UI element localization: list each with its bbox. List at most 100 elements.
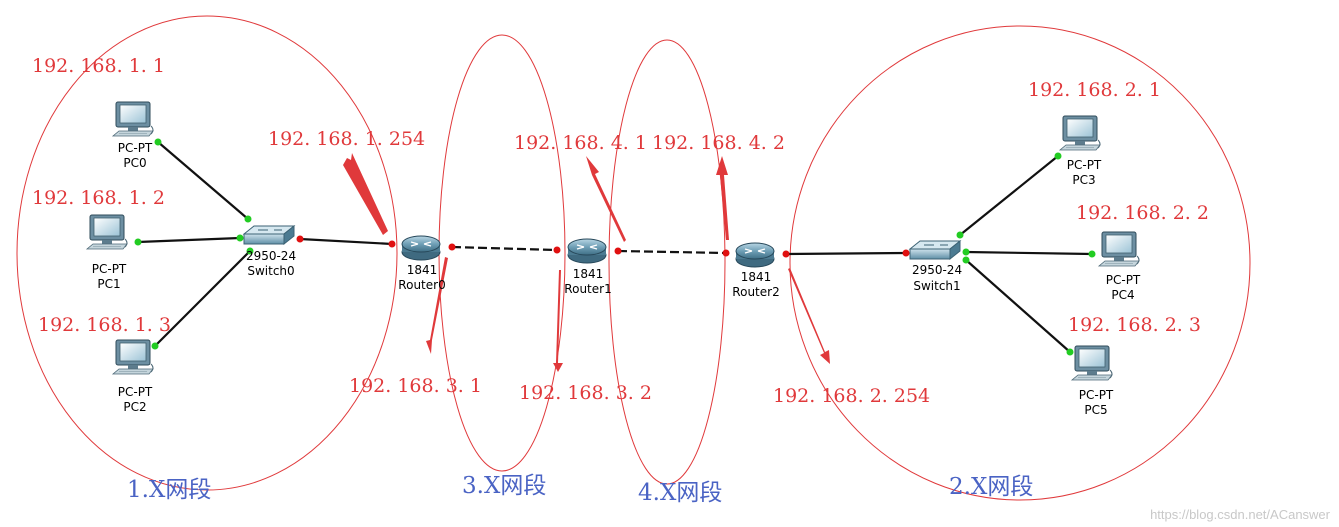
segment-boundaries — [16, 15, 1251, 501]
port-down — [614, 247, 622, 255]
link-switch1-pc3 — [959, 155, 1059, 236]
pc-icon — [86, 214, 128, 250]
ip-label-router2-lan: 192. 168. 2. 254 — [773, 385, 930, 407]
link-switch1-pc4 — [965, 250, 1093, 256]
pc5-device[interactable]: PC-PT PC5 — [1071, 345, 1114, 417]
pc-icon — [1059, 115, 1101, 151]
switch0-device[interactable]: 2950-24 Switch0 — [243, 225, 296, 278]
segment-ellipse-3 — [438, 34, 566, 472]
pc3-name: PC3 — [1072, 173, 1095, 187]
pc0-model: PC-PT — [118, 141, 153, 155]
switch-icon — [909, 240, 961, 260]
segment-label-4: 4.X网段 — [638, 480, 722, 506]
arrow-router2-lan — [788, 268, 830, 364]
pc1-name: PC1 — [97, 277, 120, 291]
segment-label-3: 3.X网段 — [462, 473, 546, 499]
pc-icon — [112, 339, 154, 375]
arrow-router1-r0 — [553, 270, 563, 372]
pc4-device[interactable]: PC-PT PC4 — [1098, 231, 1141, 302]
pc1-device[interactable]: PC-PT PC1 — [86, 214, 128, 291]
pc2-name: PC2 — [123, 400, 146, 414]
ip-label-pc0: 192. 168. 1. 1 — [32, 55, 165, 77]
port-down — [902, 249, 910, 257]
port-up — [962, 256, 970, 264]
pc3-model: PC-PT — [1067, 158, 1102, 172]
link-switch1-pc5 — [965, 259, 1071, 353]
segment-label-2: 2.X网段 — [949, 474, 1033, 500]
ip-label-router2-r1: 192. 168. 4. 2 — [652, 132, 785, 154]
router2-name: Router2 — [732, 285, 779, 299]
pc2-device[interactable]: PC-PT PC2 — [112, 339, 154, 414]
pc4-name: PC4 — [1111, 288, 1134, 302]
router-icon — [401, 235, 441, 261]
port-up — [1088, 250, 1096, 258]
pc-icon — [1098, 231, 1140, 267]
segment-ellipse-1 — [16, 15, 398, 491]
router-icon — [567, 238, 607, 264]
ip-label-pc4: 192. 168. 2. 2 — [1076, 202, 1209, 224]
link-pc0-switch0 — [157, 141, 249, 220]
router0-model: 1841 — [407, 263, 438, 277]
pc0-name: PC0 — [123, 156, 146, 170]
pc4-model: PC-PT — [1106, 273, 1141, 287]
ip-label-pc5: 192. 168. 2. 3 — [1068, 314, 1201, 336]
links — [137, 141, 1093, 353]
switch1-model: 2950-24 — [912, 263, 962, 277]
ip-labels: 192. 168. 1. 1 192. 168. 1. 2 192. 168. … — [32, 55, 1209, 407]
port-up — [151, 342, 159, 350]
router2-model: 1841 — [741, 270, 772, 284]
arrow-router0-lan — [343, 153, 388, 235]
annotation-arrows — [343, 153, 830, 372]
arrow-router1-r2 — [586, 156, 626, 242]
link-switch0-router0 — [299, 237, 393, 246]
ip-label-router1-r2: 192. 168. 4. 1 — [514, 132, 647, 154]
router1-device[interactable]: 1841 Router1 — [564, 238, 612, 296]
ip-label-pc3: 192. 168. 2. 1 — [1028, 79, 1161, 101]
pc2-model: PC-PT — [118, 385, 153, 399]
pc-icon — [112, 101, 154, 137]
watermark: https://blog.csdn.net/ACanswer — [1150, 507, 1331, 522]
router-icon — [735, 242, 775, 268]
arrow-router2-r1 — [716, 156, 729, 240]
port-up — [956, 231, 964, 239]
router1-name: Router1 — [564, 282, 611, 296]
switch1-device[interactable]: 2950-24 Switch1 — [909, 240, 962, 293]
link-pc2-switch0 — [154, 250, 251, 347]
port-down — [388, 240, 396, 248]
port-up — [154, 138, 162, 146]
switch0-model: 2950-24 — [246, 249, 296, 263]
router2-device[interactable]: 1841 Router2 — [732, 242, 780, 299]
port-up — [236, 234, 244, 242]
port-down — [553, 246, 561, 254]
ip-label-pc1: 192. 168. 1. 2 — [32, 187, 165, 209]
ip-label-router1-r0: 192. 168. 3. 2 — [519, 382, 652, 404]
pc5-model: PC-PT — [1079, 388, 1114, 402]
link-pc1-switch0 — [137, 236, 241, 244]
pc0-device[interactable]: PC-PT PC0 — [112, 101, 154, 170]
router0-device[interactable]: 1841 Router0 — [398, 235, 446, 292]
port-down — [782, 250, 790, 258]
segment-ellipse-4 — [608, 39, 726, 485]
switch0-name: Switch0 — [247, 264, 294, 278]
pc1-model: PC-PT — [92, 262, 127, 276]
link-router2-switch1 — [785, 251, 907, 256]
switch1-name: Switch1 — [913, 279, 960, 293]
segment-ellipse-2 — [789, 25, 1251, 501]
router0-name: Router0 — [398, 278, 445, 292]
switch-icon — [243, 225, 295, 245]
segment-labels: 1.X网段 2.X网段 3.X网段 4.X网段 — [127, 473, 1033, 506]
port-up — [134, 238, 142, 246]
pc5-name: PC5 — [1084, 403, 1107, 417]
router1-model: 1841 — [573, 267, 604, 281]
port-down — [296, 235, 304, 243]
port-up — [1054, 152, 1062, 160]
pc3-device[interactable]: PC-PT PC3 — [1059, 115, 1102, 187]
link-router1-router2 — [617, 249, 727, 255]
port-down — [448, 243, 456, 251]
ip-label-router0-lan: 192. 168. 1. 254 — [268, 128, 425, 150]
port-indicators — [134, 138, 1096, 356]
port-up — [246, 247, 254, 255]
pc-icon — [1071, 345, 1113, 381]
port-down — [722, 249, 730, 257]
